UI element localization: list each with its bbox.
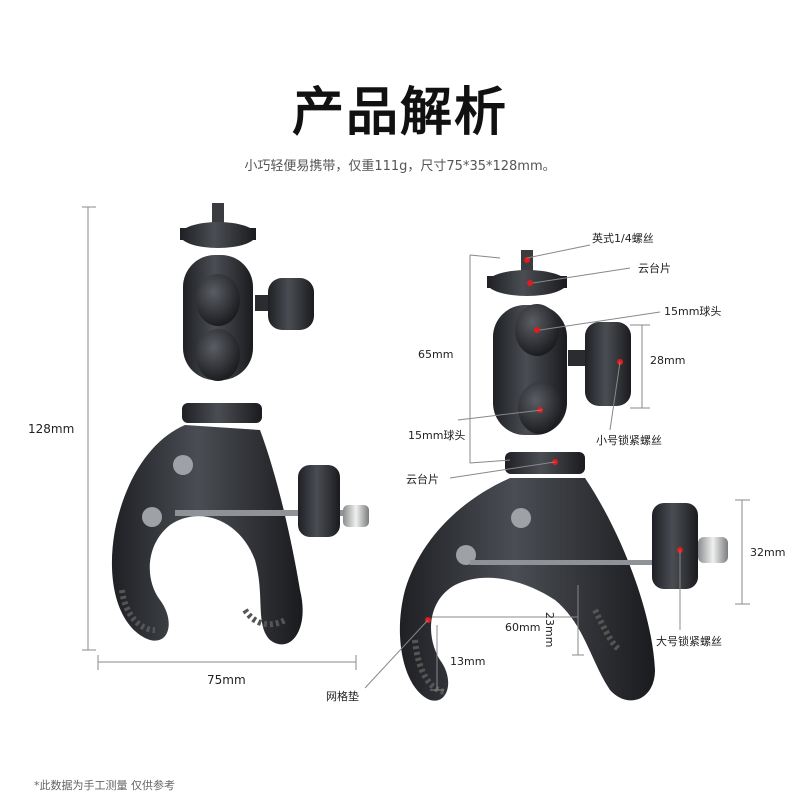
label-knob-big-size: 32mm (750, 546, 786, 559)
page-title: 产品解析 (291, 83, 508, 143)
page-subtitle: 小巧轻便易携带，仅重111g，尺寸75*35*128mm。 (244, 159, 556, 174)
label-plate-top: 云台片 (638, 262, 671, 275)
label-ball-bottom: 15mm球头 (408, 429, 466, 442)
right-dimension-lines (364, 244, 750, 691)
label-ball-height: 65mm (418, 348, 454, 361)
label-lock-big: 大号锁紧螺丝 (656, 635, 722, 648)
left-dimension-lines (82, 206, 357, 670)
left-width-label: 75mm (207, 673, 246, 687)
label-pad-thick: 13mm (450, 655, 486, 668)
left-height-label: 128mm (28, 422, 75, 436)
label-plate-bottom: 云台片 (406, 473, 439, 486)
label-screw: 英式1/4螺丝 (592, 232, 654, 245)
label-jaw-open: 60mm (505, 621, 541, 634)
label-knob-small-size: 28mm (650, 354, 686, 367)
left-mount (111, 203, 369, 645)
label-lock-small: 小号锁紧螺丝 (596, 434, 662, 447)
footnote: *此数据为手工测量 仅供参考 (34, 779, 175, 792)
label-jaw-depth: 23mm (543, 612, 556, 648)
label-pad: 网格垫 (326, 690, 359, 703)
label-ball-top: 15mm球头 (664, 305, 722, 318)
right-mount (399, 250, 728, 701)
